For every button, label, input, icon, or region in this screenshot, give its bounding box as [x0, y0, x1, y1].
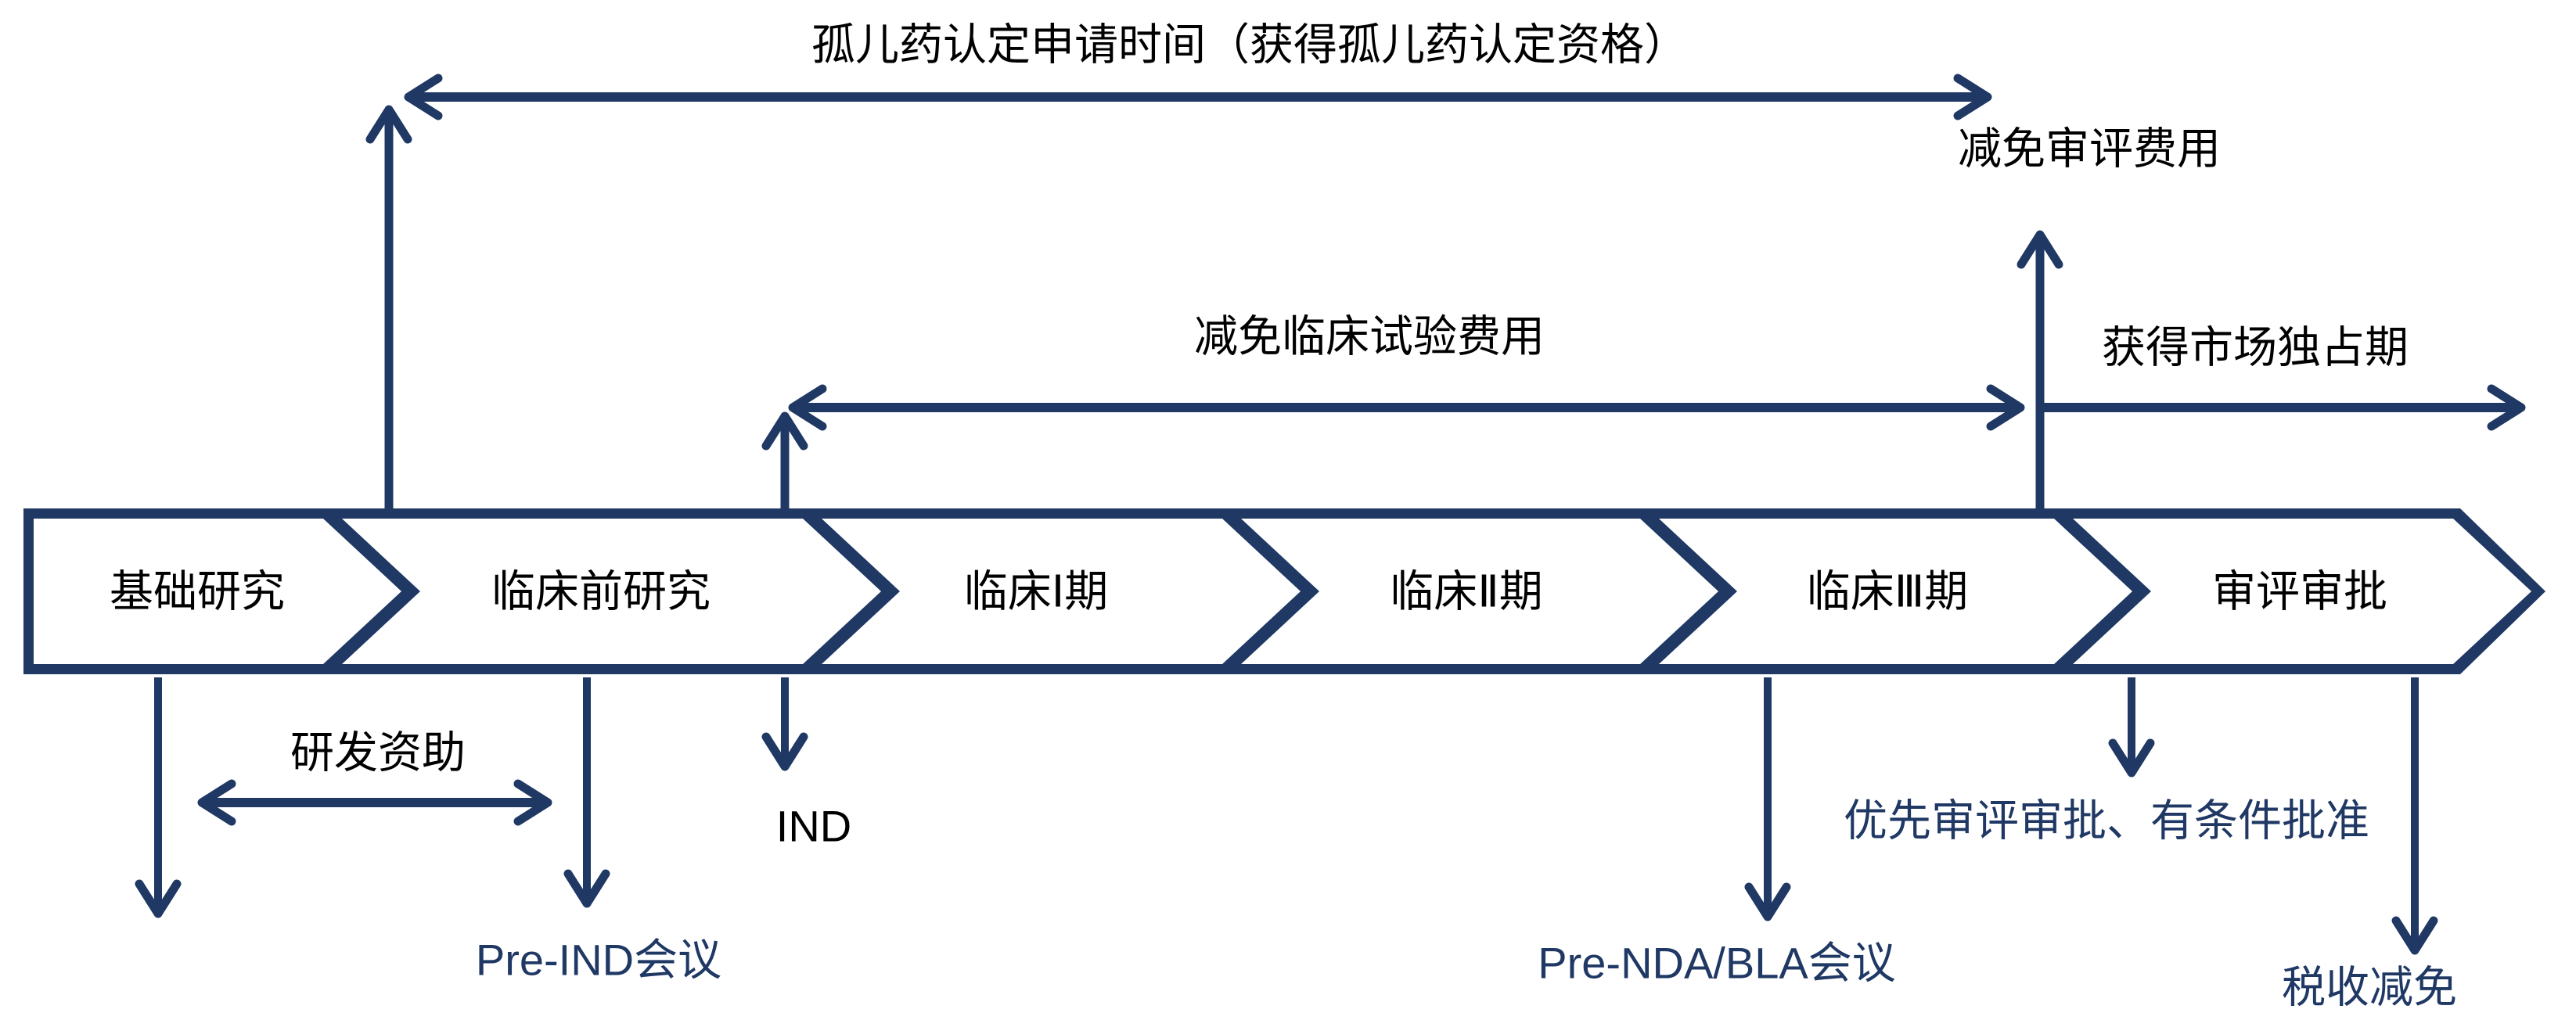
stage-label-phase3: 临床Ⅲ期: [1807, 567, 1969, 616]
pre-ind-meeting-label: Pre-IND会议: [476, 936, 721, 985]
stage-chevron-basic-research: [34, 519, 401, 664]
stage-label-phase1: 临床Ⅰ期: [964, 567, 1109, 616]
stage-label-phase2: 临床Ⅱ期: [1390, 567, 1543, 616]
stage-label-review-approval: 审评审批: [2212, 567, 2387, 616]
stage-label-preclinical: 临床前研究: [491, 567, 711, 616]
ind-label: IND: [776, 802, 851, 851]
stage-label-basic-research: 基础研究: [110, 567, 285, 616]
stage-chevron-phase3: [1659, 519, 2132, 664]
stage-chevron-phase2: [1241, 519, 1718, 664]
stage-chevron-preclinical: [342, 519, 881, 664]
rd-funding-label: 研发资助: [290, 728, 466, 778]
pre-nda-bla-meeting-label: Pre-NDA/BLA会议: [1538, 939, 1895, 988]
priority-review-label: 优先审评审批、有条件批准: [1844, 796, 2369, 846]
stage-chevron-review-approval: [2073, 519, 2531, 664]
clinical-trial-fee-waiver-label: 减免临床试验费用: [1194, 312, 1545, 361]
stage-chevron-phase1: [822, 519, 1301, 664]
market-exclusivity-label: 获得市场独占期: [2102, 323, 2409, 372]
orphan-designation-span-label: 孤儿药认定申请时间（获得孤儿药认定资格）: [811, 20, 1688, 70]
tax-relief-label: 税收减免: [2282, 963, 2457, 1012]
review-fee-waiver-label: 减免审评费用: [1958, 124, 2221, 174]
